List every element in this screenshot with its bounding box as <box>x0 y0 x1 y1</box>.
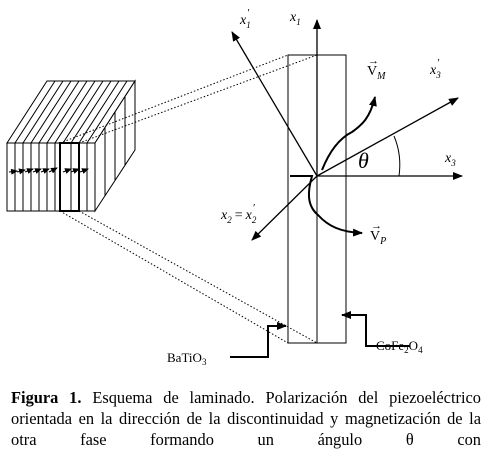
block-arrows <box>8 167 89 175</box>
x1-prime-axis <box>231 31 318 177</box>
svg-text:→: → <box>368 55 379 67</box>
theta-label: θ <box>358 148 369 173</box>
caption-text: Esquema de laminado. Polarización del pi… <box>11 388 481 449</box>
x2-label: x2=x2′ <box>220 202 257 225</box>
laminate-diagram: x1′ x1 x3′ x3 x2=x2′ VM → VP → θ BaTiO3 … <box>6 7 463 367</box>
x1-label: x1 <box>289 10 301 27</box>
batio3-label: BaTiO3 <box>167 350 207 367</box>
figure-caption: Figura 1. Esquema de laminado. Polarizac… <box>11 387 481 450</box>
cofe2o4-label: CoFe2O4 <box>376 338 423 355</box>
top-lamination-lines <box>14 80 128 144</box>
vm-curve-arrow <box>321 96 377 171</box>
highlighted-slice <box>59 142 80 212</box>
theta-arc <box>393 135 401 177</box>
vp-curve-arrow <box>290 175 363 237</box>
x3-prime-label: x3′ <box>429 57 441 80</box>
x3-prime-axis <box>316 97 459 177</box>
vp-label: VP <box>370 229 386 247</box>
svg-text:→: → <box>371 220 382 232</box>
x3-label: x3 <box>444 151 456 168</box>
laminate-block <box>6 79 136 213</box>
vm-label: VM <box>367 64 386 82</box>
axes <box>231 19 463 241</box>
caption-label: Figura 1. <box>11 388 82 407</box>
projection-lines <box>59 54 318 344</box>
leader-lines <box>230 311 410 358</box>
x1-prime-label: x1′ <box>239 7 251 30</box>
